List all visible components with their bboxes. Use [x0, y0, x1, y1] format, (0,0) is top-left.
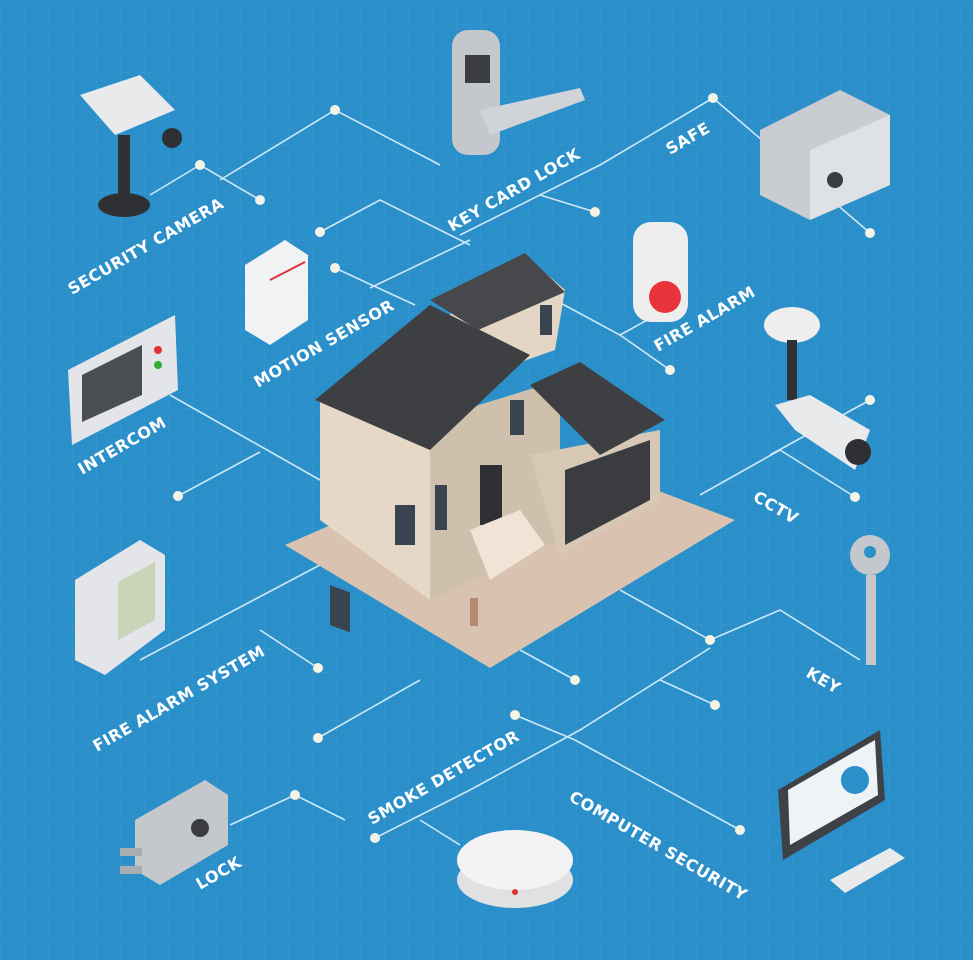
cctv-device	[764, 307, 871, 470]
motion-sensor-device	[245, 240, 308, 345]
connector-dots	[173, 93, 875, 843]
lock-device	[120, 780, 228, 885]
intercom-device	[68, 315, 178, 445]
garage-door	[565, 440, 650, 545]
security-camera-device	[80, 75, 182, 217]
safe-device	[760, 90, 890, 220]
computer-security-device	[778, 730, 905, 893]
steps	[470, 510, 545, 580]
house	[285, 253, 735, 668]
fire-alarm-device	[633, 222, 688, 322]
key-card-lock-device	[452, 30, 585, 155]
key-device	[850, 535, 890, 665]
smoke-detector-device	[457, 830, 573, 908]
mailbox	[470, 598, 478, 626]
connectors	[139, 97, 871, 846]
fire-alarm-system-device	[75, 540, 165, 675]
roof-main	[315, 305, 530, 450]
front-door	[480, 465, 502, 525]
